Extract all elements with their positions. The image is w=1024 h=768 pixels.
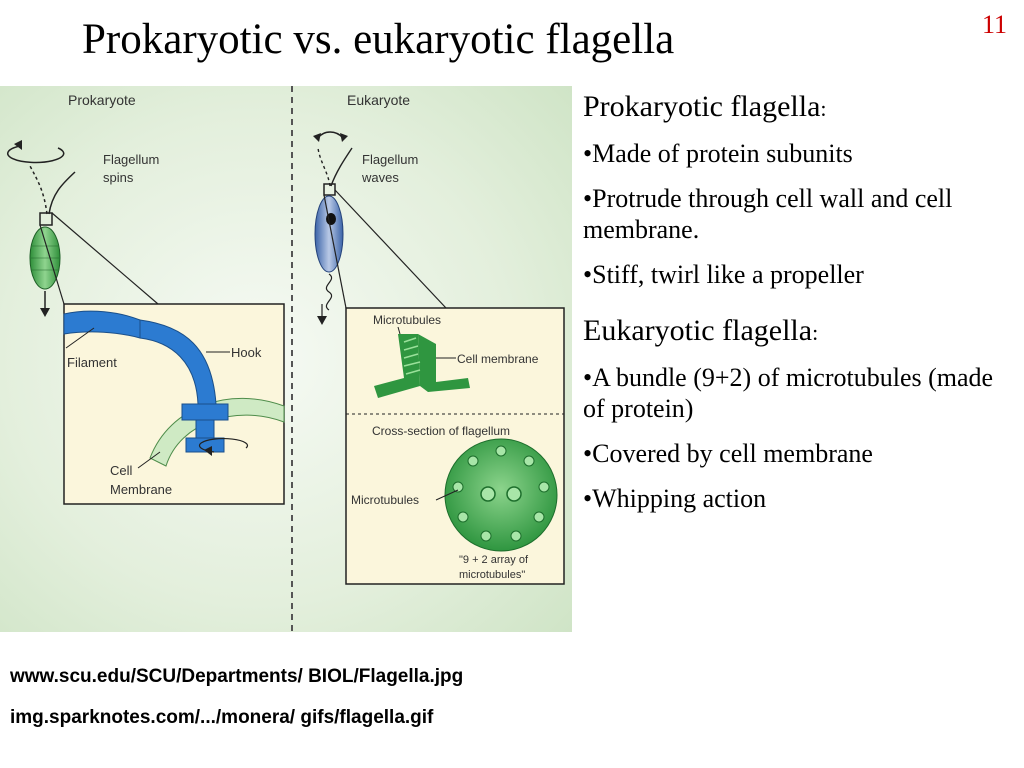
array-label-1: "9 + 2 array of <box>459 554 529 566</box>
eukaryote-heading: Eukaryote <box>347 92 410 108</box>
bullet-item: •A bundle (9+2) of microtubules (made of… <box>583 363 994 423</box>
microtubules-top-label: Microtubules <box>373 313 441 327</box>
section-title-eukaryotic: Eukaryotic flagella: <box>583 314 819 347</box>
cell-label-2: Membrane <box>110 482 172 497</box>
spin-arrowhead-icon <box>14 140 22 150</box>
slide-title: Prokaryotic vs. eukaryotic flagella <box>82 16 675 63</box>
microtubule-bundle-shape <box>374 334 420 398</box>
eukaryote-motion-label-1: Flagellum <box>362 152 418 167</box>
cell-membrane-label: Cell membrane <box>457 352 539 366</box>
eukaryote-cell-icon <box>314 195 344 273</box>
section-title-prokaryotic: Prokaryotic flagella: <box>583 90 827 123</box>
source-link-2[interactable]: img.sparknotes.com/.../monera/ gifs/flag… <box>10 707 434 728</box>
outer-microtubules <box>452 445 550 542</box>
cross-section-label: Cross-section of flagellum <box>372 424 510 438</box>
central-microtubules <box>480 486 522 502</box>
eukaryote-zoom-box <box>323 183 336 196</box>
rotation-arrow-icon <box>198 437 249 453</box>
prokaryote-zoom-box <box>39 212 53 226</box>
flagella-figure: Prokaryote Flagellum spins <box>0 86 572 632</box>
bullet-item: •Whipping action <box>583 484 767 513</box>
cross-section-circle <box>444 438 558 552</box>
bullet-item: •Covered by cell membrane <box>583 439 873 468</box>
basal-body-shape <box>181 403 229 421</box>
bullet-item: •Made of protein subunits <box>583 139 853 168</box>
source-link-1[interactable]: www.scu.edu/SCU/Departments/ BIOL/Flagel… <box>10 666 464 687</box>
filament-label: Filament <box>67 355 117 370</box>
bullet-column: Prokaryotic flagella: •Made of protein s… <box>583 86 1019 528</box>
down-arrow-icon <box>40 308 50 317</box>
prokaryote-motion-label-1: Flagellum <box>103 152 159 167</box>
bullet-item: •Protrude through cell wall and cell mem… <box>583 184 953 244</box>
spin-arrow-icon <box>7 145 65 164</box>
bullet-item: •Stiff, twirl like a propeller <box>583 260 864 289</box>
eukaryote-motion-label-2: waves <box>361 170 399 185</box>
microtubules-side-label: Microtubules <box>351 493 419 507</box>
slide-number: 11 <box>982 10 1008 39</box>
eukaryote-flagellum <box>317 147 331 187</box>
prokaryote-heading: Prokaryote <box>68 92 136 108</box>
cell-label-1: Cell <box>110 463 133 478</box>
hook-label: Hook <box>231 345 262 360</box>
array-label-2: microtubules" <box>459 569 525 581</box>
prokaryote-motion-label-2: spins <box>103 170 134 185</box>
